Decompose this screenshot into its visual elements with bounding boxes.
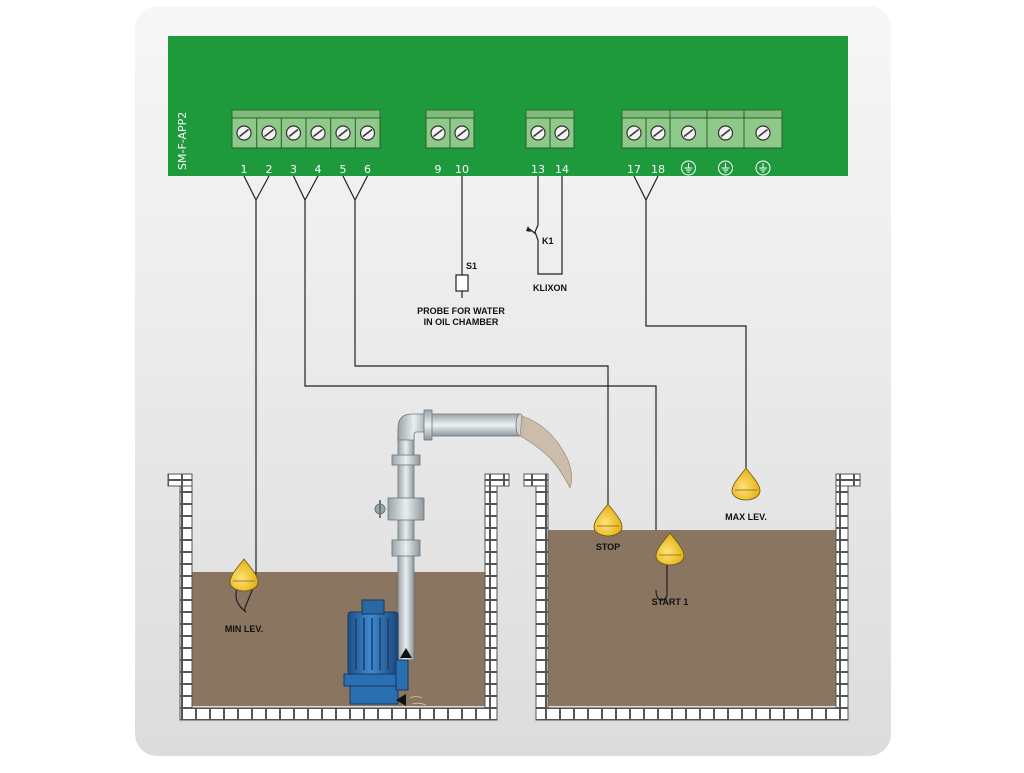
terminal-block-17-18-ground: [621, 109, 783, 149]
probe-label-1: PROBE FOR WATER: [417, 306, 505, 316]
screw-icon[interactable]: [430, 125, 446, 141]
terminal-label: 3: [290, 163, 297, 176]
terminal-label: 17: [627, 163, 641, 176]
float-stop: STOP: [593, 503, 623, 552]
screw-icon[interactable]: [261, 125, 277, 141]
screw-icon[interactable]: [717, 125, 734, 141]
terminal-label: 13: [531, 163, 545, 176]
terminal-block-13-14: [525, 109, 575, 149]
max-level-label: MAX LEV.: [725, 512, 767, 522]
probe-code: S1: [466, 261, 477, 271]
probe-label-2: IN OIL CHAMBER: [424, 317, 499, 327]
ground-icon: [755, 160, 771, 176]
terminal-label: 2: [266, 163, 273, 176]
float-min-level: MIN LEV.: [225, 558, 263, 634]
valve-icon[interactable]: [374, 497, 425, 521]
screw-icon[interactable]: [359, 125, 376, 141]
flow-arrow-icon: [400, 648, 412, 658]
terminal-label: 6: [364, 163, 371, 176]
terminal-label: 9: [435, 163, 442, 176]
screw-icon[interactable]: [335, 125, 351, 141]
screw-icon[interactable]: [285, 125, 302, 141]
terminal-label: 1: [241, 163, 248, 176]
control-board: SM-F-APP2: [168, 36, 848, 176]
screw-icon[interactable]: [650, 125, 666, 141]
terminal-block-9-10: [425, 109, 475, 149]
terminal-label: 18: [651, 163, 665, 176]
stop-label: STOP: [596, 542, 620, 552]
terminal-label: 5: [340, 163, 347, 176]
screw-icon[interactable]: [236, 125, 252, 141]
start-1-label: START 1: [652, 597, 689, 607]
terminal-numbers: 1 2 3 4 5 6 9 10 13 14 17 18: [241, 163, 666, 176]
min-level-label: MIN LEV.: [225, 624, 263, 634]
right-tank: [523, 473, 861, 721]
ground-icons: [681, 160, 771, 176]
pump-icon: [343, 599, 427, 706]
screw-icon[interactable]: [626, 125, 642, 141]
screw-icon[interactable]: [310, 125, 326, 141]
board-body: [168, 36, 848, 176]
screw-icon[interactable]: [755, 125, 771, 141]
probe-s1: S1 PROBE FOR WATER IN OIL CHAMBER: [417, 261, 505, 327]
float-max-level: MAX LEV.: [725, 467, 767, 522]
float-start-1: START 1: [652, 532, 689, 607]
screw-icon[interactable]: [680, 125, 697, 141]
water-jet: [519, 415, 572, 489]
klixon-label: KLIXON: [533, 283, 567, 293]
terminal-block-1-6: [231, 109, 381, 149]
screw-icon[interactable]: [554, 125, 570, 141]
left-tank: [167, 473, 510, 721]
terminal-label: 10: [455, 163, 469, 176]
left-tank-liquid: [192, 572, 485, 706]
terminal-label: 4: [315, 163, 322, 176]
board-label: SM-F-APP2: [176, 112, 189, 170]
discharge-pipe: [374, 409, 572, 661]
klixon-code: K1: [542, 236, 554, 246]
right-tank-liquid: [548, 530, 836, 706]
klixon-k1: K1 KLIXON: [526, 226, 567, 293]
ground-icon: [681, 160, 696, 176]
terminal-label: 14: [555, 163, 569, 176]
screw-icon[interactable]: [530, 125, 546, 141]
wires: [243, 175, 747, 590]
screw-icon[interactable]: [454, 125, 470, 141]
ground-icon: [718, 160, 733, 176]
